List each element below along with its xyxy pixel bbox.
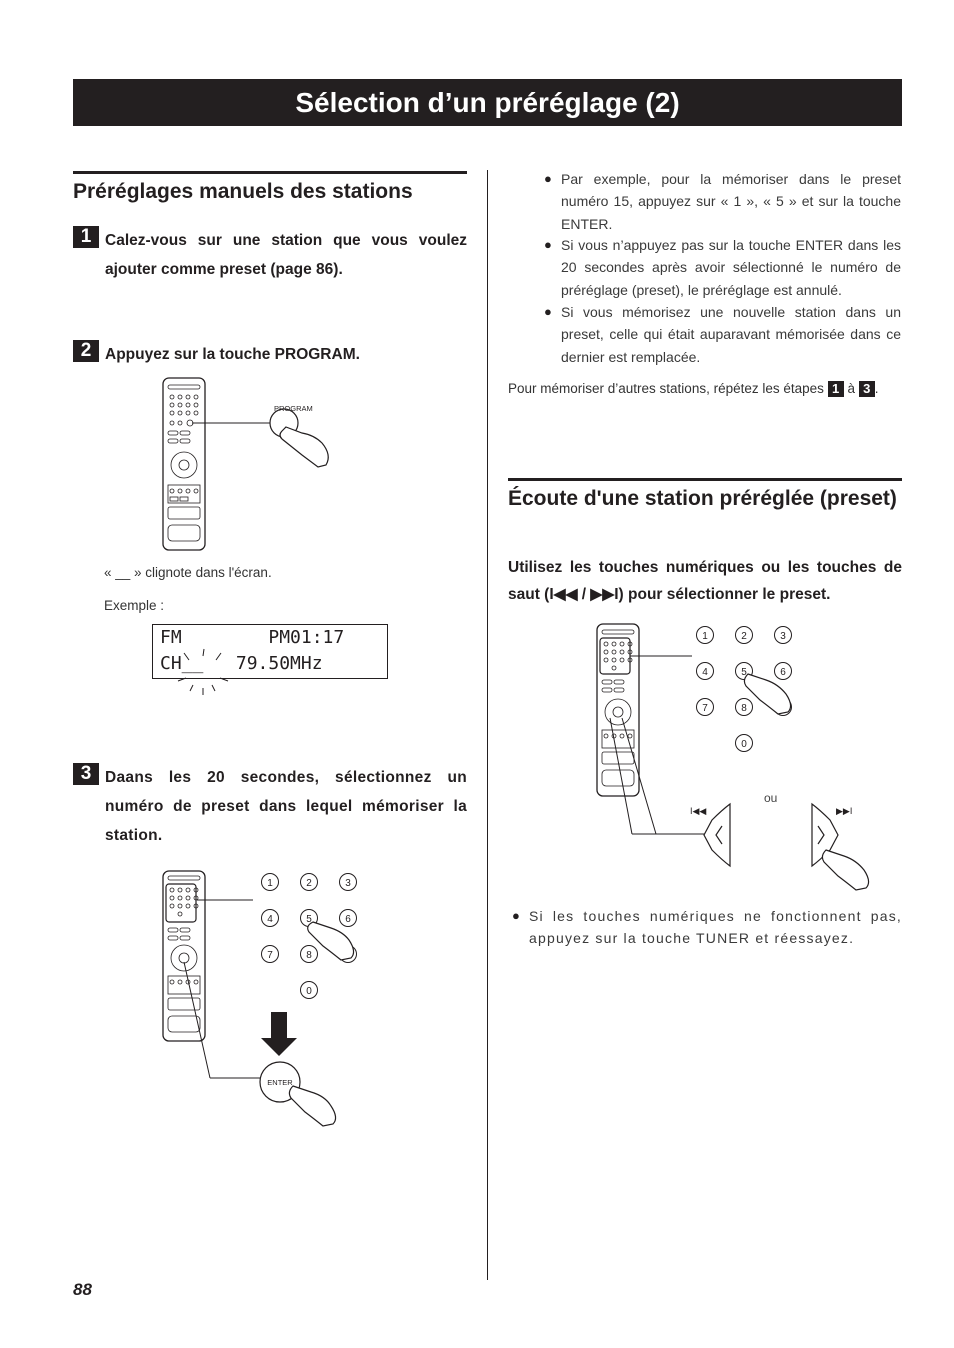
- repeat-note: Pour mémoriser d’autres stations, répéte…: [508, 381, 879, 397]
- lcd-display: FM PM01:17 CH__ 79.50MHz: [152, 624, 388, 679]
- step-ref-1: 1: [827, 381, 844, 397]
- pointing-hand-icon: [307, 921, 355, 961]
- bullet-item: ●Si vous n’appuyez pas sur la touche ENT…: [544, 237, 901, 298]
- remote-skip-illustration: 1 2 3 4 5 6 7 8 9 0 I◀◀ ▶▶I ou: [596, 623, 870, 891]
- key-8: 8: [306, 950, 312, 961]
- step-1-text: Calez-vous sur une station que vous voul…: [105, 232, 467, 278]
- step-3-text: Daans les 20 secondes, sélectionnez un n…: [105, 769, 467, 844]
- example-label: Exemple :: [104, 598, 165, 613]
- blink-note: « __ » clignote dans l'écran.: [104, 565, 272, 580]
- enter-label: ENTER: [267, 1078, 293, 1087]
- blink-rays-icon: [177, 648, 229, 695]
- skip-back-icon: I◀◀: [690, 806, 706, 816]
- key-1: 1: [267, 878, 273, 889]
- key-1: 1: [702, 631, 708, 642]
- key-4: 4: [702, 667, 708, 678]
- step-2-text: Appuyez sur la touche PROGRAM.: [105, 346, 360, 363]
- section-rule-right: [508, 478, 902, 481]
- section-rule-left: [73, 171, 467, 174]
- title-bar: Sélection d’un préréglage (2): [73, 79, 902, 126]
- key-7: 7: [702, 703, 708, 714]
- key-2: 2: [741, 631, 747, 642]
- column-divider: [487, 170, 488, 1280]
- key-7: 7: [267, 950, 273, 961]
- key-3: 3: [780, 631, 786, 642]
- tuner-note: ●Si les touches numériques ne fonctionne…: [512, 908, 902, 947]
- step-ref-3: 3: [858, 381, 875, 397]
- program-label: PROGRAM: [274, 404, 313, 413]
- pointing-hand-icon: [279, 426, 329, 468]
- key-4: 4: [267, 914, 273, 925]
- bullet-item: ●Si vous mémorisez une nouvelle station …: [544, 304, 901, 365]
- section-heading-presets: Préréglages manuels des stations: [73, 180, 413, 203]
- skip-forward-key-drawing: [811, 802, 839, 868]
- step-2-number: 2: [73, 340, 99, 362]
- key-3: 3: [345, 878, 351, 889]
- lcd-line-1: FM PM01:17: [160, 627, 345, 648]
- page-title: Sélection d’un préréglage (2): [295, 87, 680, 118]
- remote-program-illustration: PROGRAM: [162, 377, 329, 551]
- down-arrow-icon: [261, 1012, 297, 1056]
- key-8: 8: [741, 703, 747, 714]
- key-0: 0: [306, 986, 312, 997]
- step-3-number: 3: [73, 763, 99, 785]
- section-heading-listen: Écoute d'une station préréglée (preset): [508, 487, 897, 510]
- key-2: 2: [306, 878, 312, 889]
- lcd-line-2: CH__ 79.50MHz: [160, 653, 323, 674]
- bullet-item: ●Par exemple, pour la mémoriser dans le …: [544, 171, 901, 232]
- listen-instruction: Utilisez les touches numériques ou les t…: [508, 559, 902, 603]
- skip-back-key-drawing: [703, 802, 731, 868]
- skip-forward-icon: ▶▶I: [836, 806, 852, 816]
- step-1-number: 1: [73, 226, 99, 248]
- or-label: ou: [764, 791, 777, 805]
- key-6: 6: [780, 667, 786, 678]
- key-6: 6: [345, 914, 351, 925]
- page-number: 88: [73, 1280, 92, 1299]
- pointing-hand-icon: [288, 1085, 337, 1127]
- key-0: 0: [741, 739, 747, 750]
- pointing-hand-icon: [743, 673, 792, 715]
- remote-keypad-enter-illustration: 1 2 3 4 5 6 7 8 9 0 ENTER: [162, 870, 357, 1127]
- key-5: 5: [306, 914, 312, 925]
- key-5: 5: [741, 667, 747, 678]
- pointing-hand-icon: [821, 849, 870, 891]
